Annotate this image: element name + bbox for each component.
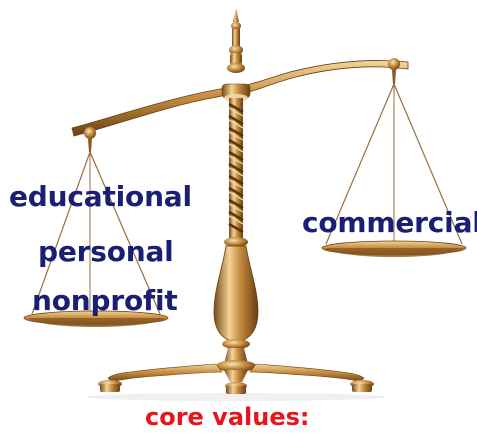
right-pan [321, 83, 467, 257]
finial [227, 8, 245, 73]
central-column [213, 98, 259, 372]
left-pan [23, 151, 169, 327]
left-pan-label-nonprofit: nonprofit [32, 284, 178, 317]
scale-base [86, 363, 386, 401]
right-pan-label-commercial: commercial [302, 206, 477, 239]
left-pan-label-educational: educational [9, 180, 192, 213]
left-pan-label-personal: personal [38, 235, 174, 268]
caption-core-values: core values: [145, 403, 310, 431]
